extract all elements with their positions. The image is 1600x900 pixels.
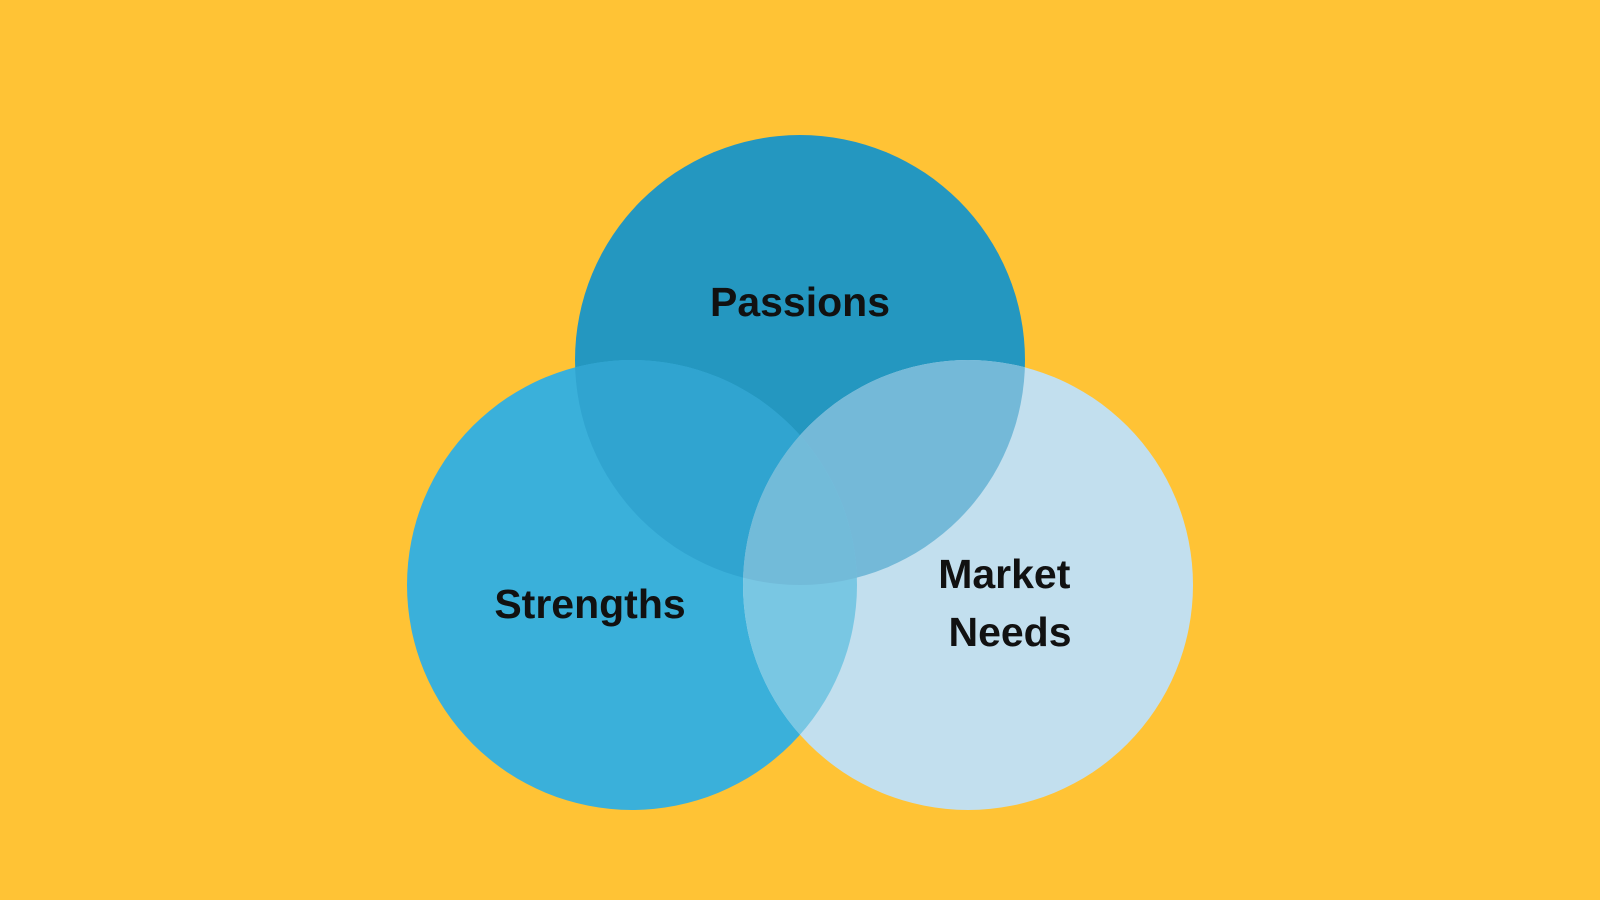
market-needs-label: Market Needs xyxy=(938,551,1082,655)
passions-strengths-overlap xyxy=(575,360,857,585)
market-needs-label-line-2: Needs xyxy=(948,609,1071,655)
passions-label: Passions xyxy=(710,279,890,325)
market-needs-label-line-1: Market xyxy=(938,551,1071,597)
strengths-label: Strengths xyxy=(494,581,685,627)
passions-market-needs-overlap xyxy=(743,360,1025,585)
